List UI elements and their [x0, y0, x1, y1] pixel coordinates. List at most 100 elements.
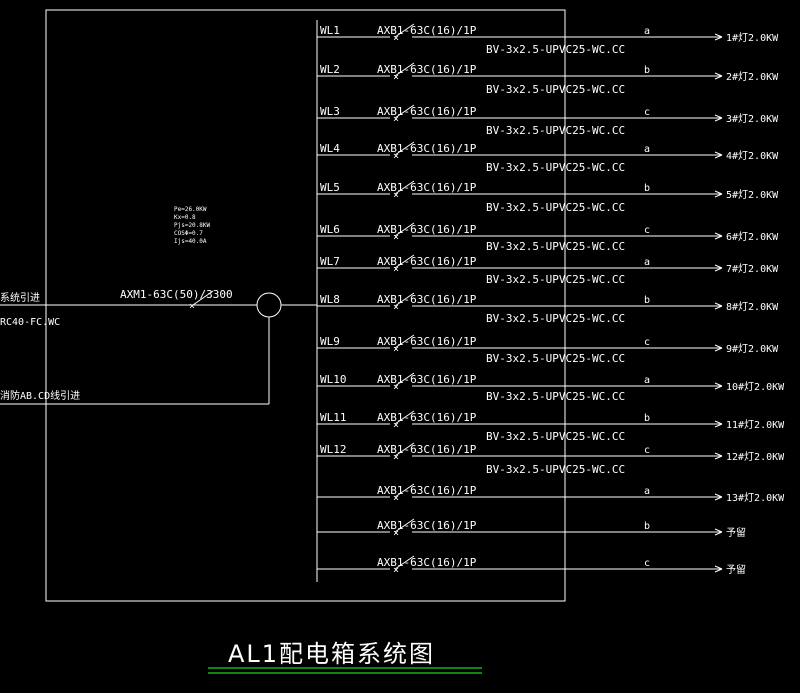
circuit-breaker-mark: ×	[393, 382, 399, 393]
circuit-arrow-lower	[714, 267, 723, 272]
circuit-load: 予留	[726, 526, 746, 539]
meter-symbol	[256, 292, 282, 318]
circuit-arrow-lower	[714, 496, 723, 501]
circuit-load: 8#灯2.0KW	[726, 301, 779, 313]
incoming-label: 系统引进	[0, 291, 40, 304]
circuit-arrow-upper	[714, 565, 723, 570]
circuit-phase: c	[644, 225, 650, 236]
circuit-arrow-upper	[714, 114, 723, 119]
circuit-phase: a	[644, 375, 650, 386]
circuit-breaker-model: AXB1-63C(16)/1P	[377, 373, 477, 386]
circuit-breaker-mark: ×	[393, 528, 399, 539]
circuit-arrow-lower	[714, 531, 723, 536]
circuit-cable: BV-3x2.5-UPVC25-WC.CC	[486, 240, 625, 253]
circuit-breaker-mark: ×	[393, 190, 399, 201]
circuit-load: 10#灯2.0KW	[726, 381, 785, 393]
circuit-arrow-lower	[714, 347, 723, 352]
circuit-load: 4#灯2.0KW	[726, 150, 779, 162]
circuit-arrow-lower	[714, 154, 723, 159]
circuit-phase: b	[644, 521, 650, 532]
circuit-cable: BV-3x2.5-UPVC25-WC.CC	[486, 390, 625, 403]
circuit-id: WL1	[320, 24, 340, 37]
circuit-breaker-blade	[394, 442, 415, 457]
circuit-load: 2#灯2.0KW	[726, 71, 779, 83]
circuit-arrow-upper	[714, 452, 723, 457]
circuit-breaker-blade	[394, 518, 415, 533]
circuit-breaker-mark: ×	[393, 151, 399, 162]
circuit-breaker-model: AXB1-63C(16)/1P	[377, 335, 477, 348]
circuit-phase: b	[644, 413, 650, 424]
extra-cable-label: BV-3x2.5-UPVC25-WC.CC	[486, 463, 625, 476]
circuit-arrow-upper	[714, 302, 723, 307]
circuit-arrow-lower	[714, 305, 723, 310]
circuit-load: 13#灯2.0KW	[726, 492, 785, 504]
circuit-arrow-lower	[714, 568, 723, 573]
circuit-cable: BV-3x2.5-UPVC25-WC.CC	[486, 124, 625, 137]
param-ijs: Ijs=40.0A	[174, 238, 207, 245]
circuit-breaker-mark: ×	[393, 302, 399, 313]
circuit-arrow-lower	[714, 455, 723, 460]
circuit-arrow-lower	[714, 235, 723, 240]
circuit-phase: a	[644, 26, 650, 37]
circuit-arrow-upper	[714, 420, 723, 425]
circuit-breaker-model: AXB1-63C(16)/1P	[377, 484, 477, 497]
circuit-arrow-lower	[714, 193, 723, 198]
circuit-breaker-blade	[394, 372, 415, 387]
circuit-breaker-blade	[394, 555, 415, 570]
circuit-id: WL12	[320, 443, 347, 456]
circuit-cable: BV-3x2.5-UPVC25-WC.CC	[486, 430, 625, 443]
circuit-load: 1#灯2.0KW	[726, 32, 779, 44]
param-kx: Kx=0.8	[174, 214, 196, 221]
fire-feed-label: 消防AB.CD线引进	[0, 389, 80, 402]
circuit-breaker-model: AXB1-63C(16)/1P	[377, 556, 477, 569]
circuit-breaker-mark: ×	[393, 232, 399, 243]
circuit-breaker-model: AXB1-63C(16)/1P	[377, 223, 477, 236]
circuit-load: 7#灯2.0KW	[726, 263, 779, 275]
circuit-load: 12#灯2.0KW	[726, 451, 785, 463]
circuit-breaker-blade	[394, 141, 415, 156]
circuit-breaker-blade	[394, 334, 415, 349]
circuit-cable: BV-3x2.5-UPVC25-WC.CC	[486, 201, 625, 214]
circuit-phase: c	[644, 558, 650, 569]
circuit-breaker-model: AXB1-63C(16)/1P	[377, 24, 477, 37]
circuit-phase: b	[644, 65, 650, 76]
circuit-phase: c	[644, 337, 650, 348]
main-breaker-blade	[192, 290, 214, 306]
circuit-phase: a	[644, 144, 650, 155]
circuit-load: 5#灯2.0KW	[726, 189, 779, 201]
circuit-breaker-mark: ×	[393, 264, 399, 275]
circuit-cable: BV-3x2.5-UPVC25-WC.CC	[486, 273, 625, 286]
circuit-breaker-blade	[394, 222, 415, 237]
circuit-phase: b	[644, 295, 650, 306]
circuit-cable: BV-3x2.5-UPVC25-WC.CC	[486, 352, 625, 365]
circuit-id: WL3	[320, 105, 340, 118]
param-pjs: Pjs=20.8KW	[174, 222, 211, 229]
circuit-breaker-model: AXB1-63C(16)/1P	[377, 293, 477, 306]
circuit-breaker-mark: ×	[393, 493, 399, 504]
circuit-load: 11#灯2.0KW	[726, 419, 785, 431]
param-pe: Pe=26.0KW	[174, 206, 207, 213]
circuit-arrow-upper	[714, 344, 723, 349]
circuit-arrow-upper	[714, 190, 723, 195]
circuit-cable: BV-3x2.5-UPVC25-WC.CC	[486, 43, 625, 56]
circuit-breaker-blade	[394, 104, 415, 119]
circuit-breaker-model: AXB1-63C(16)/1P	[377, 105, 477, 118]
circuit-breaker-mark: ×	[393, 565, 399, 576]
circuit-breaker-blade	[394, 180, 415, 195]
circuit-id: WL6	[320, 223, 340, 236]
circuit-id: WL8	[320, 293, 340, 306]
circuit-breaker-mark: ×	[393, 344, 399, 355]
circuit-arrow-upper	[714, 151, 723, 156]
circuit-arrow-upper	[714, 493, 723, 498]
circuit-cable: BV-3x2.5-UPVC25-WC.CC	[486, 312, 625, 325]
diagram-title: AL1配电箱系统图	[228, 640, 435, 668]
circuit-breaker-mark: ×	[393, 72, 399, 83]
circuit-id: WL2	[320, 63, 340, 76]
circuit-breaker-model: AXB1-63C(16)/1P	[377, 255, 477, 268]
circuit-arrow-upper	[714, 382, 723, 387]
circuit-breaker-blade	[394, 410, 415, 425]
circuit-id: WL4	[320, 142, 340, 155]
circuit-id: WL5	[320, 181, 340, 194]
